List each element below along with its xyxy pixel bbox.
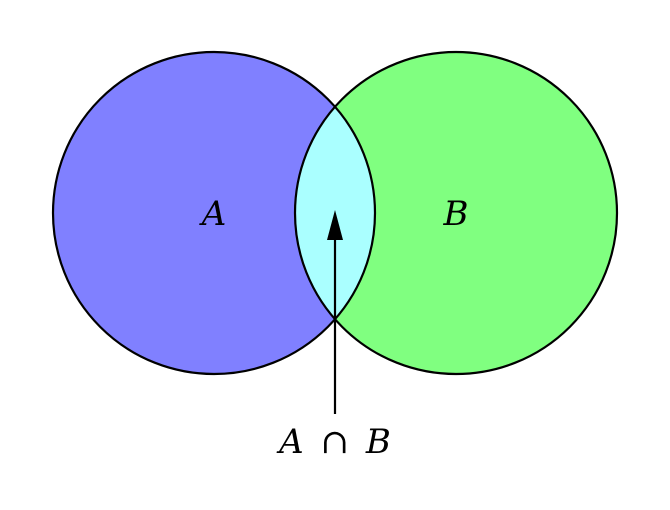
intersection-label: A ∩ B: [276, 422, 391, 462]
set-b-outline: [293, 50, 619, 376]
intersection-operator: ∩: [321, 422, 350, 462]
set-a-label: A: [199, 194, 227, 234]
intersection-label-left: A: [276, 422, 304, 462]
set-b-label: B: [443, 194, 469, 234]
set-b-circle: [295, 52, 617, 374]
intersection-arrow-head: [327, 210, 343, 240]
set-a-outline: [51, 50, 377, 376]
set-a-circle: [53, 52, 375, 374]
intersection-label-right: B: [365, 422, 391, 462]
